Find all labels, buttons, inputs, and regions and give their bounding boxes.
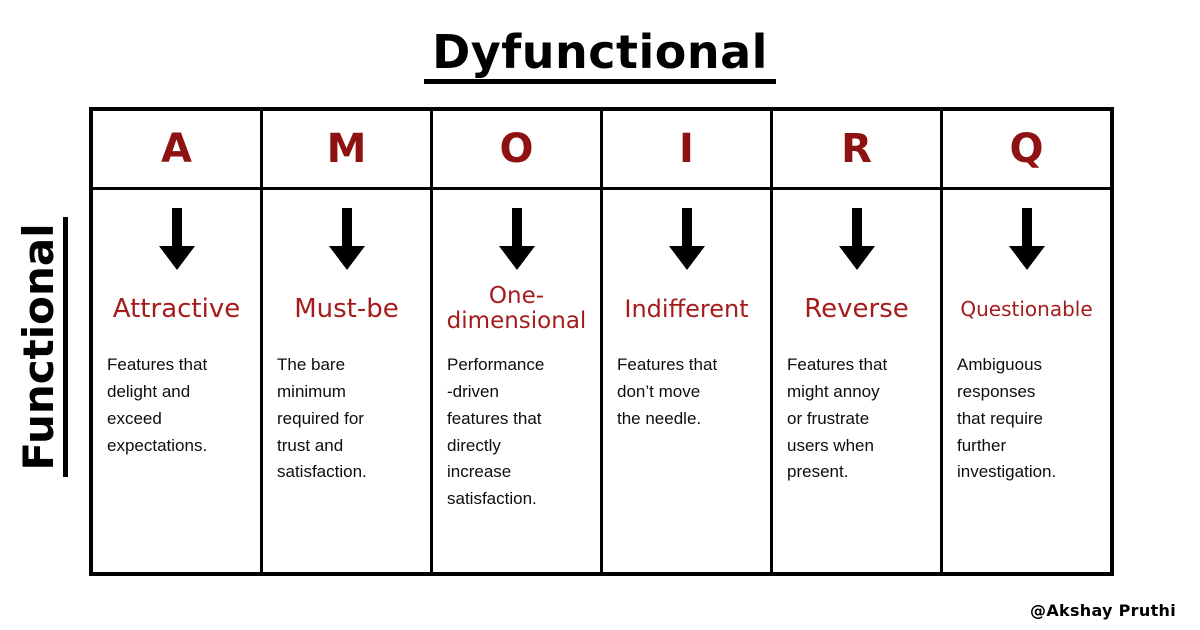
column-body: One- dimensional Performance -driven fea… (433, 190, 600, 572)
down-arrow-icon (668, 208, 705, 270)
down-arrow-icon (158, 208, 195, 270)
category-label: One- dimensional (446, 282, 587, 334)
category-label: Attractive (112, 293, 241, 324)
category-description: The bare minimum required for trust and … (277, 355, 367, 482)
column-body: Questionable Ambiguous responses that re… (943, 190, 1110, 572)
kano-column-must-be: M Must-be The bare minimum required for … (263, 111, 433, 572)
column-letter: Q (943, 111, 1110, 190)
functional-axis-label-wrap: Functional (14, 203, 74, 491)
category-label: Questionable (960, 297, 1093, 321)
dysfunctional-axis-title: Dyfunctional (424, 27, 776, 84)
column-letter: R (773, 111, 940, 190)
category-label: Indifferent (624, 294, 749, 323)
kano-column-indifferent: I Indifferent Features that don’t move t… (603, 111, 773, 572)
column-body: Reverse Features that might annoy or fru… (773, 190, 940, 572)
down-arrow-icon (498, 208, 535, 270)
author-credit: @Akshay Pruthi (1030, 601, 1176, 620)
category-description: Features that don’t move the needle. (617, 355, 718, 428)
down-arrow-icon (838, 208, 875, 270)
column-letter: A (93, 111, 260, 190)
column-letter: I (603, 111, 770, 190)
kano-column-one-dimensional: O One- dimensional Performance -driven f… (433, 111, 603, 572)
kano-column-questionable: Q Questionable Ambiguous responses that … (943, 111, 1110, 572)
category-label: Reverse (804, 293, 909, 324)
column-letter: O (433, 111, 600, 190)
kano-table: A Attractive Features that delight and e… (89, 107, 1114, 576)
down-arrow-icon (328, 208, 365, 270)
category-description: Features that might annoy or frustrate u… (787, 355, 888, 482)
category-description: Performance -driven features that direct… (447, 355, 545, 509)
category-description: Ambiguous responses that require further… (957, 355, 1057, 482)
column-body: Must-be The bare minimum required for tr… (263, 190, 430, 572)
kano-column-attractive: A Attractive Features that delight and e… (93, 111, 263, 572)
functional-axis-title: Functional (14, 217, 69, 477)
category-description: Features that delight and exceed expecta… (107, 355, 208, 455)
column-body: Indifferent Features that don’t move the… (603, 190, 770, 572)
column-body: Attractive Features that delight and exc… (93, 190, 260, 572)
down-arrow-icon (1008, 208, 1045, 270)
kano-column-reverse: R Reverse Features that might annoy or f… (773, 111, 943, 572)
diagram-title-row: Dyfunctional (0, 27, 1200, 84)
column-letter: M (263, 111, 430, 190)
category-label: Must-be (294, 293, 399, 324)
